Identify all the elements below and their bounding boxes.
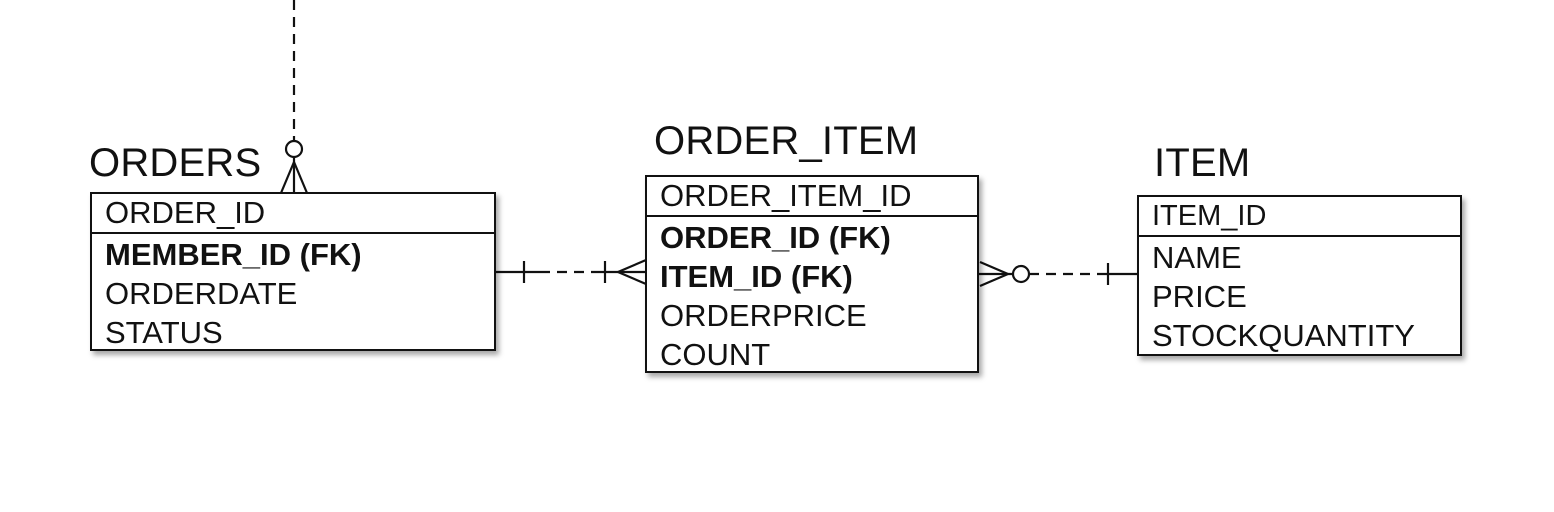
entity-title-orders: ORDERS [89,141,262,185]
entity-order-item[interactable]: ORDER_ITEM_ID ORDER_ID (FK) ITEM_ID (FK)… [645,175,979,373]
column-field: COUNT [660,337,771,372]
column-field: STATUS [105,315,223,350]
column-list: ORDER_ID (FK) ITEM_ID (FK) ORDERPRICE CO… [647,217,977,374]
column-field: ORDER_ID (FK) [660,220,891,255]
column-field: ORDERDATE [105,276,298,311]
primary-key-field: ITEM_ID [1139,197,1460,237]
zero-optional-circle [1011,264,1031,284]
column-list: NAME PRICE STOCKQUANTITY [1139,237,1460,355]
column-field: ITEM_ID (FK) [660,259,853,294]
column-field: ORDERPRICE [660,298,867,333]
column-field: NAME [1152,240,1242,275]
column-field: PRICE [1152,279,1247,314]
primary-key-field: ORDER_ID [92,194,494,234]
entity-title-item: ITEM [1154,141,1251,185]
column-list: MEMBER_ID (FK) ORDERDATE STATUS [92,234,494,352]
orders-order-item-relationship [496,258,647,286]
zero-optional-circle [284,139,304,159]
entity-orders[interactable]: ORDER_ID MEMBER_ID (FK) ORDERDATE STATUS [90,192,496,351]
order-item-item-relationship [978,260,1138,288]
column-field: MEMBER_ID (FK) [105,237,362,272]
column-field: STOCKQUANTITY [1152,318,1415,353]
primary-key-field: ORDER_ITEM_ID [647,177,977,217]
member-orders-relationship [279,0,309,194]
entity-title-order-item: ORDER_ITEM [654,119,919,163]
entity-item[interactable]: ITEM_ID NAME PRICE STOCKQUANTITY [1137,195,1462,356]
